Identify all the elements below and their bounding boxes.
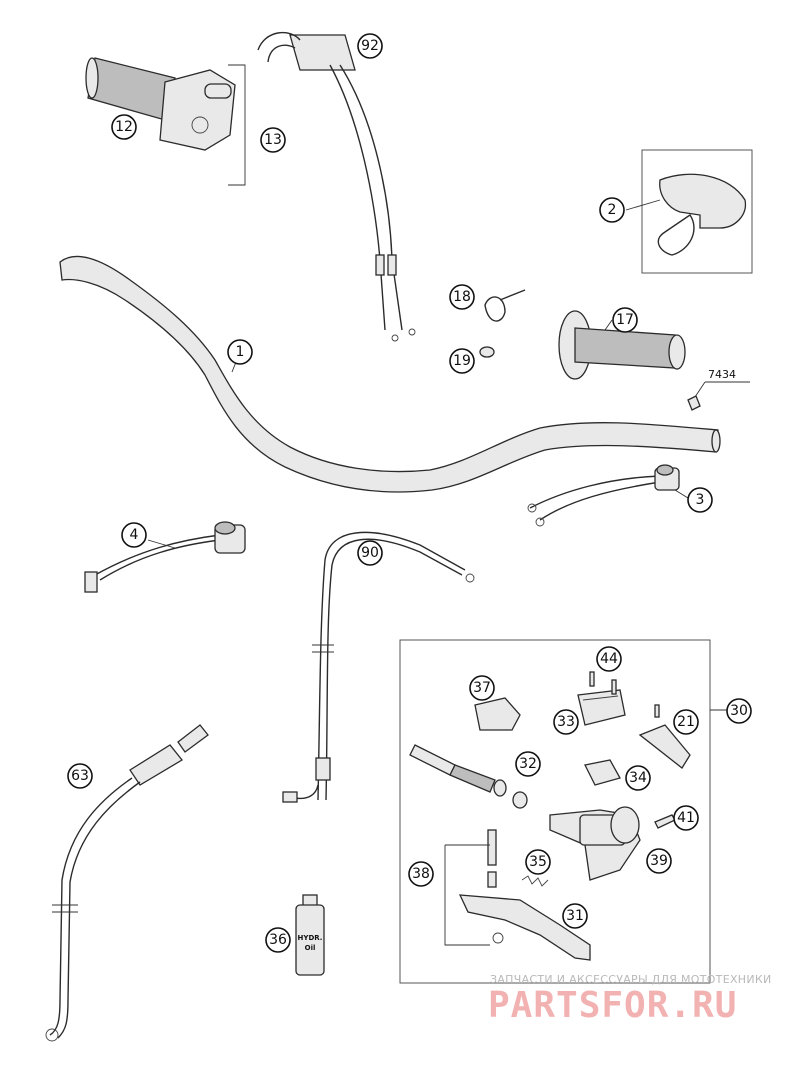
svg-text:37: 37 [473, 680, 491, 696]
callout-41: 41 [673, 805, 699, 831]
callout-90: 90 [357, 540, 383, 566]
svg-text:17: 17 [616, 312, 634, 328]
diaphragm[interactable] [584, 759, 621, 786]
callout-21: 21 [673, 709, 699, 735]
svg-text:33: 33 [557, 714, 575, 730]
svg-text:38: 38 [412, 866, 430, 882]
svg-text:44: 44 [600, 651, 618, 667]
callout-2: 2 [599, 197, 625, 223]
svg-text:92: 92 [361, 38, 379, 54]
svg-text:32: 32 [519, 756, 537, 772]
throttle-grip[interactable] [85, 57, 176, 121]
callout-19: 19 [449, 348, 475, 374]
callout-32: 32 [515, 751, 541, 777]
svg-text:35: 35 [529, 854, 547, 870]
svg-text:41: 41 [677, 810, 695, 826]
hand-guard[interactable] [657, 173, 747, 256]
spring[interactable] [521, 875, 549, 887]
callout-4: 4 [121, 522, 147, 548]
reservoir-cap[interactable] [577, 689, 626, 726]
cable-tie[interactable] [484, 289, 526, 322]
oil-bottle[interactable]: HYDR. Oil [295, 894, 325, 976]
callout-12: 12 [111, 114, 137, 140]
lever-pivot-screw[interactable] [654, 704, 660, 718]
watermark-tagline: ЗАПЧАСТИ И АКСЕССУАРЫ ДЛЯ МОТОТЕХНИКИ [490, 973, 772, 986]
throttle-cable[interactable] [257, 31, 416, 342]
callout-17: 17 [612, 307, 638, 333]
hydraulic-line[interactable] [45, 724, 209, 1042]
svg-text:31: 31 [566, 908, 584, 924]
svg-text:21: 21 [677, 714, 695, 730]
svg-text:19: 19 [453, 353, 471, 369]
callout-18: 18 [449, 284, 475, 310]
cap-screws[interactable] [589, 671, 617, 695]
callout-3: 3 [687, 487, 713, 513]
light-switch[interactable] [84, 521, 246, 593]
piston-kit[interactable] [409, 744, 528, 809]
handlebar[interactable] [59, 255, 721, 493]
pivot-bolt[interactable] [487, 829, 497, 888]
oil-label-line2: Oil [305, 944, 316, 952]
svg-text:90: 90 [361, 545, 379, 561]
kill-switch[interactable] [527, 464, 680, 527]
left-grip[interactable] [558, 310, 686, 380]
clutch-cable[interactable] [282, 531, 475, 803]
hand-guard-frame [641, 149, 753, 274]
svg-text:34: 34 [629, 770, 647, 786]
svg-text:18: 18 [453, 289, 471, 305]
lever-adjuster[interactable] [638, 724, 691, 769]
callout-37: 37 [469, 675, 495, 701]
svg-text:36: 36 [269, 932, 287, 948]
callout-31: 31 [562, 903, 588, 929]
clamp-bolt[interactable] [654, 814, 676, 829]
callout-34: 34 [625, 765, 651, 791]
reference-number: 7434 [708, 368, 736, 381]
callout-35: 35 [525, 849, 551, 875]
callout-30: 30 [726, 698, 752, 724]
callout-92: 92 [357, 33, 383, 59]
callout-1: 1 [227, 339, 253, 365]
callout-38: 38 [408, 861, 434, 887]
master-cylinder-assembly-frame [399, 639, 711, 984]
callout-44: 44 [596, 646, 622, 672]
svg-text:3: 3 [696, 492, 705, 508]
callout-13: 13 [260, 127, 286, 153]
callout-63: 63 [67, 763, 93, 789]
svg-text:4: 4 [130, 527, 139, 543]
svg-text:63: 63 [71, 768, 89, 784]
clamp[interactable] [474, 697, 521, 731]
callout-36: 36 [265, 927, 291, 953]
svg-text:13: 13 [264, 132, 282, 148]
watermark-logo: PARTSFOR.RU [488, 985, 738, 1026]
master-cylinder-body[interactable] [549, 806, 641, 881]
brake-lever[interactable] [458, 894, 591, 961]
handlebar-nut[interactable] [479, 346, 495, 358]
svg-text:12: 12 [115, 119, 133, 135]
callout-39: 39 [646, 848, 672, 874]
svg-text:39: 39 [650, 853, 668, 869]
throttle-housing[interactable] [159, 69, 236, 151]
svg-text:2: 2 [608, 202, 617, 218]
callout-33: 33 [553, 709, 579, 735]
svg-text:1: 1 [236, 344, 245, 360]
svg-text:30: 30 [730, 703, 748, 719]
oil-label-line1: HYDR. [298, 934, 323, 942]
